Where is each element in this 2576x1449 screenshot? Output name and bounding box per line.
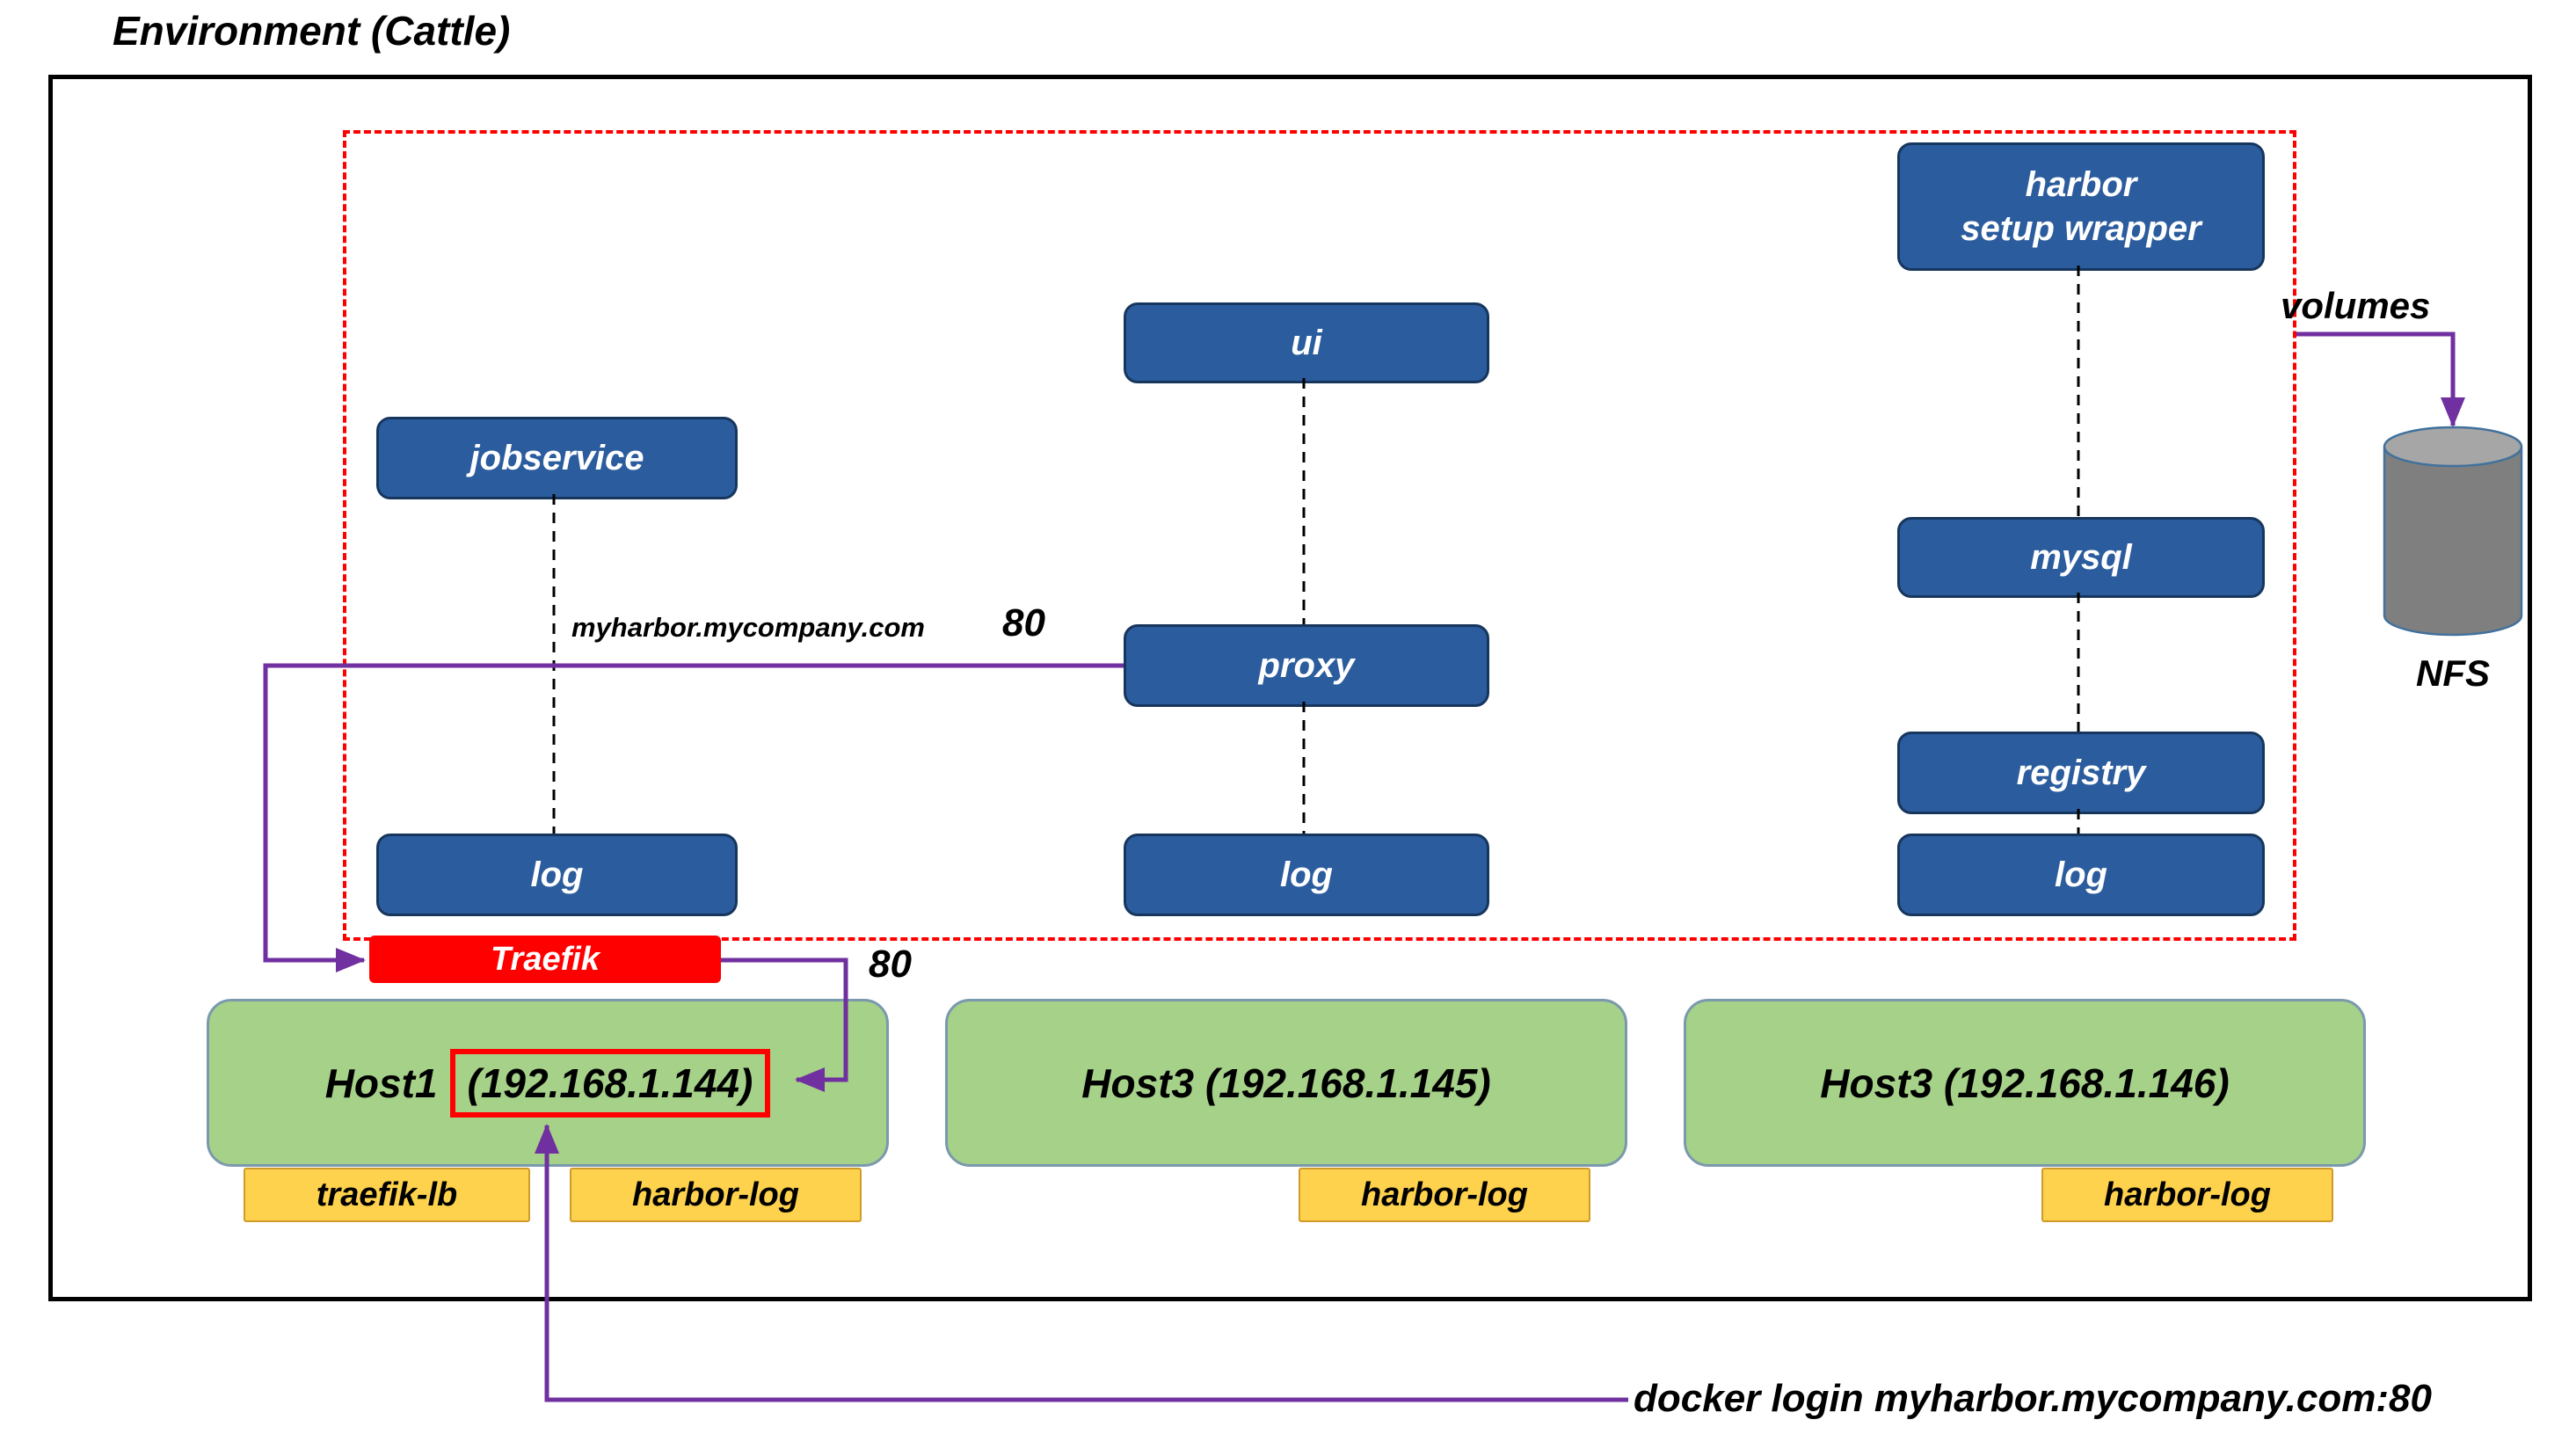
docker-login-label: docker login myharbor.mycompany.com:80 [1634,1377,2432,1420]
traefik-box: Traefik [369,936,721,983]
host1-name: Host1 [324,1059,438,1106]
proxy-port-label: 80 [1002,601,1045,644]
host2-box: Host3 (192.168.1.145) [945,999,1627,1167]
tag-harbor-log-3: harbor-log [2041,1168,2333,1222]
service-mysql: mysql [1897,517,2265,598]
service-proxy: proxy [1124,624,1489,707]
service-log-center: log [1124,834,1489,916]
service-registry: registry [1897,732,2265,814]
traefik-port-label: 80 [869,943,912,986]
service-log-right: log [1897,834,2265,916]
service-harbor-setup-wrapper: harbor setup wrapper [1897,142,2265,271]
tag-harbor-log-2: harbor-log [1299,1168,1590,1222]
service-ui: ui [1124,302,1489,383]
tag-traefik-lb: traefik-lb [244,1168,530,1222]
host1-ip-highlight: (192.168.1.144) [449,1048,771,1118]
nfs-label: NFS [2416,652,2490,694]
service-harbor-setup-wrapper-line1: harbor [2025,165,2137,204]
host3-box: Host3 (192.168.1.146) [1684,999,2366,1167]
environment-title: Environment (Cattle) [113,8,511,54]
volumes-label: volumes [2281,285,2431,326]
host1-box: Host1 (192.168.1.144) [207,999,889,1167]
harbor-stack-boundary [343,130,2296,941]
service-log-left: log [376,834,738,916]
tag-harbor-log-1: harbor-log [570,1168,862,1222]
service-jobservice: jobservice [376,417,738,499]
domain-label: myharbor.mycompany.com [571,612,925,643]
service-harbor-setup-wrapper-line2: setup wrapper [1961,209,2201,248]
